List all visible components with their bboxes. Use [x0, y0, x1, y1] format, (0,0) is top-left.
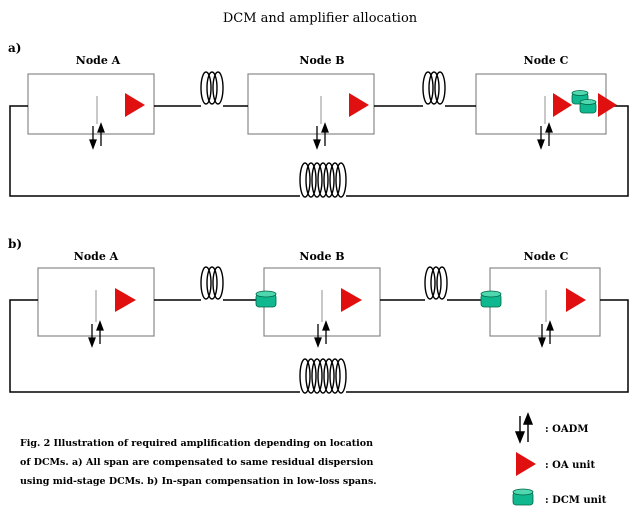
oadm-icon — [538, 290, 554, 348]
node-c-label: Node C — [524, 250, 569, 263]
legend-oa-label: : OA unit — [545, 460, 595, 471]
oadm-icon — [88, 290, 104, 348]
caption-line-3: using mid-stage DCMs. b) In-span compens… — [20, 476, 377, 487]
fiber-spool-icon — [200, 71, 224, 105]
node-a-box — [37, 267, 155, 337]
node-c-box — [489, 267, 601, 337]
oa-unit-icon — [598, 93, 617, 117]
oadm-icon — [89, 96, 105, 150]
caption-line-2: of DCMs. a) All span are compensated to … — [20, 457, 374, 468]
oadm-icon — [537, 96, 553, 150]
legend-dcm-label: : DCM unit — [545, 495, 607, 506]
figure-caption: Fig. 2 Illustration of required amplific… — [20, 438, 377, 487]
node-a-label: Node A — [74, 250, 119, 263]
fiber-spool-icon — [299, 358, 347, 394]
node-b-box — [247, 73, 375, 135]
dcm-unit-icon — [480, 290, 502, 308]
dcm-unit-icon — [571, 90, 589, 105]
node-b-label: Node B — [299, 54, 344, 67]
oadm-icon — [314, 290, 330, 348]
legend-oadm-label: : OADM — [545, 424, 588, 435]
node-b-label: Node B — [299, 250, 344, 263]
oa-unit-icon — [566, 288, 586, 312]
oa-unit-icon — [553, 93, 572, 117]
oadm-icon — [313, 96, 329, 150]
fiber-spool-icon — [299, 162, 347, 198]
fiber-spool-icon — [424, 266, 448, 300]
panel-b-label: b) — [8, 237, 22, 251]
oa-unit-icon — [341, 288, 362, 312]
fiber-spool-icon — [200, 266, 224, 300]
dcm-unit-icon — [255, 290, 277, 308]
panel-a-label: a) — [8, 41, 21, 55]
panel-b: b) Node A Node B Node C — [8, 237, 629, 394]
oa-unit-icon — [516, 452, 536, 476]
caption-line-1: Fig. 2 Illustration of required amplific… — [20, 438, 373, 449]
dcm-unit-icon — [579, 99, 597, 114]
diagram-title: DCM and amplifier allocation — [223, 11, 418, 26]
panel-a: a) Node A Node B Node C — [8, 41, 629, 198]
node-a-label: Node A — [76, 54, 121, 67]
oa-unit-icon — [125, 93, 145, 117]
oadm-icon — [514, 412, 534, 444]
legend: : OADM : OA unit : DCM unit — [512, 412, 607, 506]
oa-unit-icon — [349, 93, 369, 117]
dcm-unit-icon — [512, 488, 534, 506]
oa-unit-icon — [115, 288, 136, 312]
fiber-spool-icon — [422, 71, 446, 105]
node-c-label: Node C — [524, 54, 569, 67]
node-a-box — [27, 73, 155, 135]
